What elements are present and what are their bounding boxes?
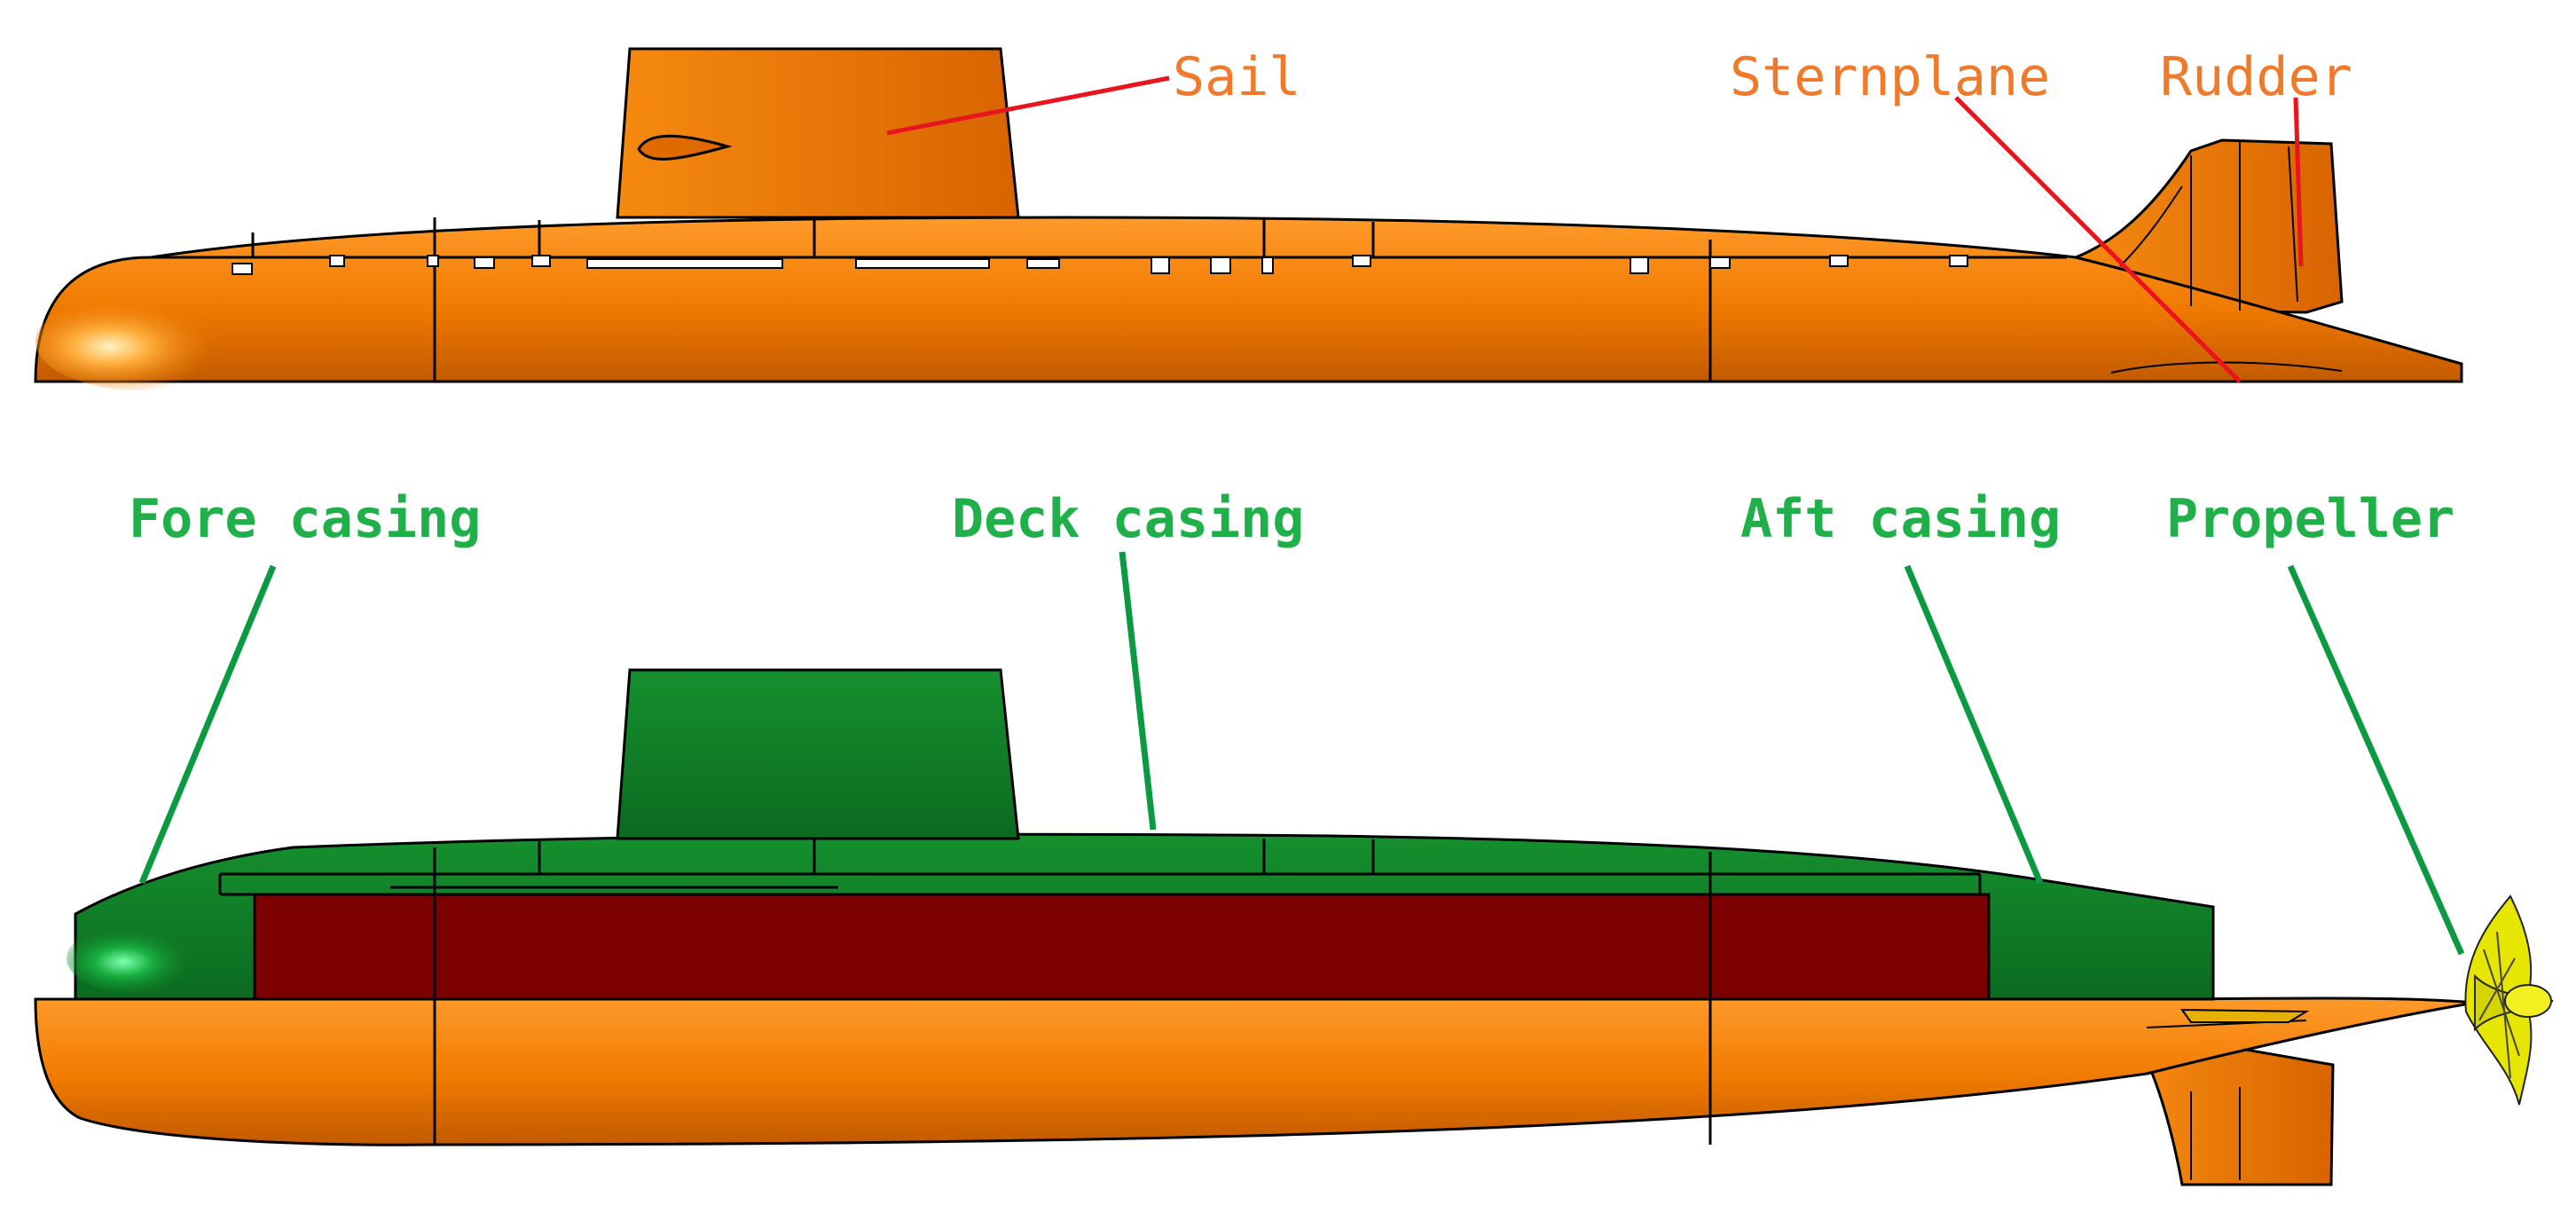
aft-casing-label: Aft casing <box>1740 488 2061 550</box>
rudder-leader-line <box>2293 97 2304 267</box>
fore-casing-leader-line <box>138 564 277 885</box>
bottom-hull <box>34 996 2476 1146</box>
deck-casing-leader-line <box>1119 551 1157 831</box>
top-limber-holes <box>232 255 1968 275</box>
propeller-leader-line <box>2287 564 2465 956</box>
bottom-stern-details <box>2146 1011 2307 1180</box>
sternplane-label: Sternplane <box>1730 46 2050 108</box>
top-leader-lines <box>886 75 2304 383</box>
deck-casing-label: Deck casing <box>952 488 1304 550</box>
fore-casing-highlight <box>67 923 208 994</box>
propeller-label: Propeller <box>2166 488 2454 550</box>
top-sail-window-icon <box>637 134 733 161</box>
sail-leader-line <box>886 75 1170 136</box>
propeller-icon <box>2464 894 2554 1106</box>
bottom-sternplane <box>2180 1008 2310 1023</box>
top-submarine <box>34 47 2463 390</box>
sail-label: Sail <box>1173 46 1301 108</box>
casing-interior <box>253 893 1991 1001</box>
rudder-label: Rudder <box>2160 46 2352 108</box>
top-panel-seams <box>251 217 1712 382</box>
bottom-panel-seams <box>218 838 1982 1145</box>
fore-casing-label: Fore casing <box>129 488 481 550</box>
top-sail <box>616 47 1020 219</box>
bottom-sail <box>616 668 1020 840</box>
aft-casing-leader-line <box>1904 564 2044 885</box>
top-rudder-fin <box>2072 138 2344 314</box>
sternplane-leader-line <box>1954 96 2242 383</box>
bottom-leader-lines <box>138 551 2465 956</box>
top-bow-highlight <box>35 293 248 390</box>
bottom-submarine <box>34 668 2554 1186</box>
